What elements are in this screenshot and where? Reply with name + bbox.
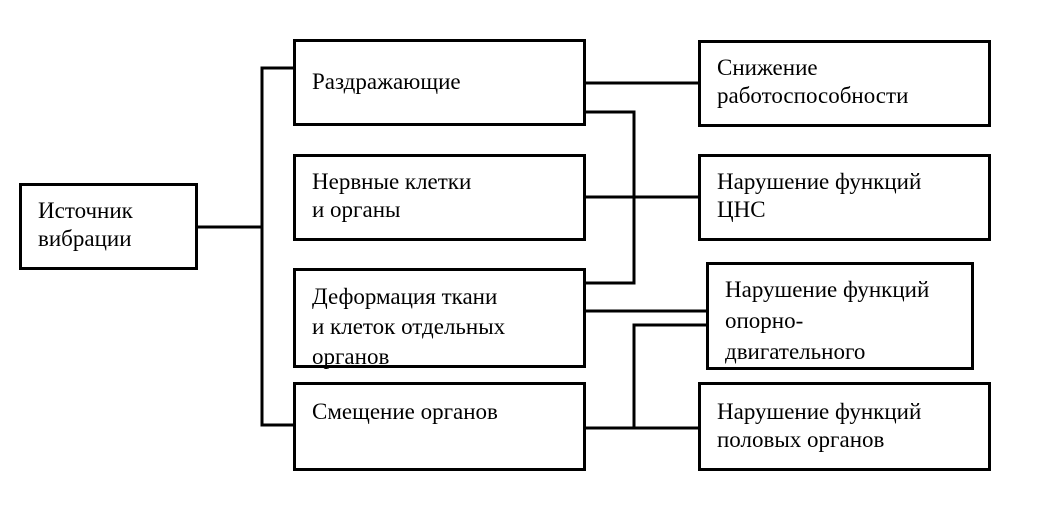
node-label-line: органов [312,344,390,369]
node-label-line: Смещение органов [312,399,498,424]
node-label-line: Нарушение функций [717,399,922,424]
node-label-line: половых органов [717,427,885,452]
node-label-line: вибрации [38,226,132,251]
node-label-line: работоспособности [717,83,909,108]
node-label-line: Нарушение функций [725,277,930,302]
node-label-line: Деформация ткани [312,284,498,309]
node-vibration-source: Источник вибрации [19,183,198,270]
node-organ-displacement: Смещение органов [293,382,586,471]
node-label-line: ЦНС [717,197,766,222]
node-nerve-cells: Нервные клетки и органы [293,154,586,241]
node-label-line: Раздражающие [312,69,461,94]
node-irritant: Раздражающие [293,39,586,126]
node-label-line: Источник [38,198,133,223]
node-musculoskeletal-disorder: Нарушение функций опорно- двигательного [706,262,974,370]
node-cns-disorder: Нарушение функций ЦНС [698,154,991,241]
node-label-line: Снижение [717,55,818,80]
node-label-line: и клеток отдельных [312,314,506,339]
node-label-line: опорно- [725,308,804,333]
node-label-line: Нервные клетки [312,169,472,194]
node-label-line: Нарушение функций [717,169,922,194]
node-tissue-deformation: Деформация ткани и клеток отдельных орга… [293,268,586,369]
node-reduced-performance: Снижение работоспособности [698,40,991,127]
node-label-line: и органы [312,197,401,222]
node-sexual-organ-disorder: Нарушение функций половых органов [698,382,991,471]
node-label-line: двигательного [725,339,866,364]
